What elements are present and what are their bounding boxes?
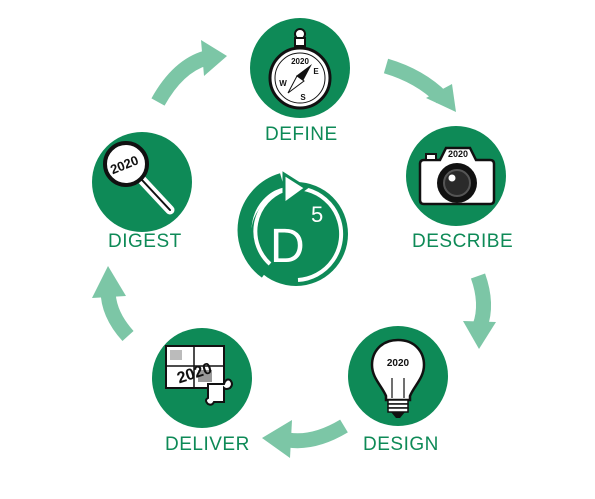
puzzle-icon: 2020 xyxy=(165,345,233,406)
center-superscript: 5 xyxy=(311,202,323,227)
center-letter: D xyxy=(270,220,305,273)
step-label-deliver: DELIVER xyxy=(165,434,250,455)
center-arrowhead xyxy=(282,171,309,207)
compass-year: 2020 xyxy=(291,57,309,66)
compass-letter-s: S xyxy=(300,93,306,102)
step-describe: 2020 xyxy=(406,126,506,226)
magnifying-glass-icon: 2020 xyxy=(103,141,175,215)
cycle-arrow-digest-to-define xyxy=(151,40,227,106)
step-label-digest: DIGEST xyxy=(108,231,182,252)
cycle-arrow-design-to-deliver xyxy=(262,419,348,458)
step-deliver: 2020 xyxy=(152,328,252,428)
compass-letter-e: E xyxy=(313,67,319,76)
camera-year: 2020 xyxy=(448,149,468,159)
step-digest: 2020 xyxy=(92,132,192,232)
step-define: 2020 E S W N xyxy=(250,18,350,118)
center-circle xyxy=(244,182,348,286)
center-outer-arc xyxy=(237,173,285,278)
step-label-define: DEFINE xyxy=(265,124,338,145)
compass-letter-w: W xyxy=(279,79,287,88)
lightbulb-icon: 2020 xyxy=(370,338,426,418)
step-label-describe: DESCRIBE xyxy=(412,231,514,252)
step-design: 2020 xyxy=(348,326,448,426)
d5-cycle-logo: D 5 xyxy=(237,171,348,286)
compass-icon: 2020 E S W N xyxy=(268,28,332,110)
cycle-arrow-deliver-to-digest xyxy=(92,266,134,342)
cycle-arrow-define-to-describe xyxy=(383,58,456,112)
step-label-design: DESIGN xyxy=(363,434,439,455)
camera-icon: 2020 xyxy=(418,146,496,206)
lightbulb-year: 2020 xyxy=(387,358,410,369)
cycle-arrow-describe-to-design xyxy=(463,273,496,349)
